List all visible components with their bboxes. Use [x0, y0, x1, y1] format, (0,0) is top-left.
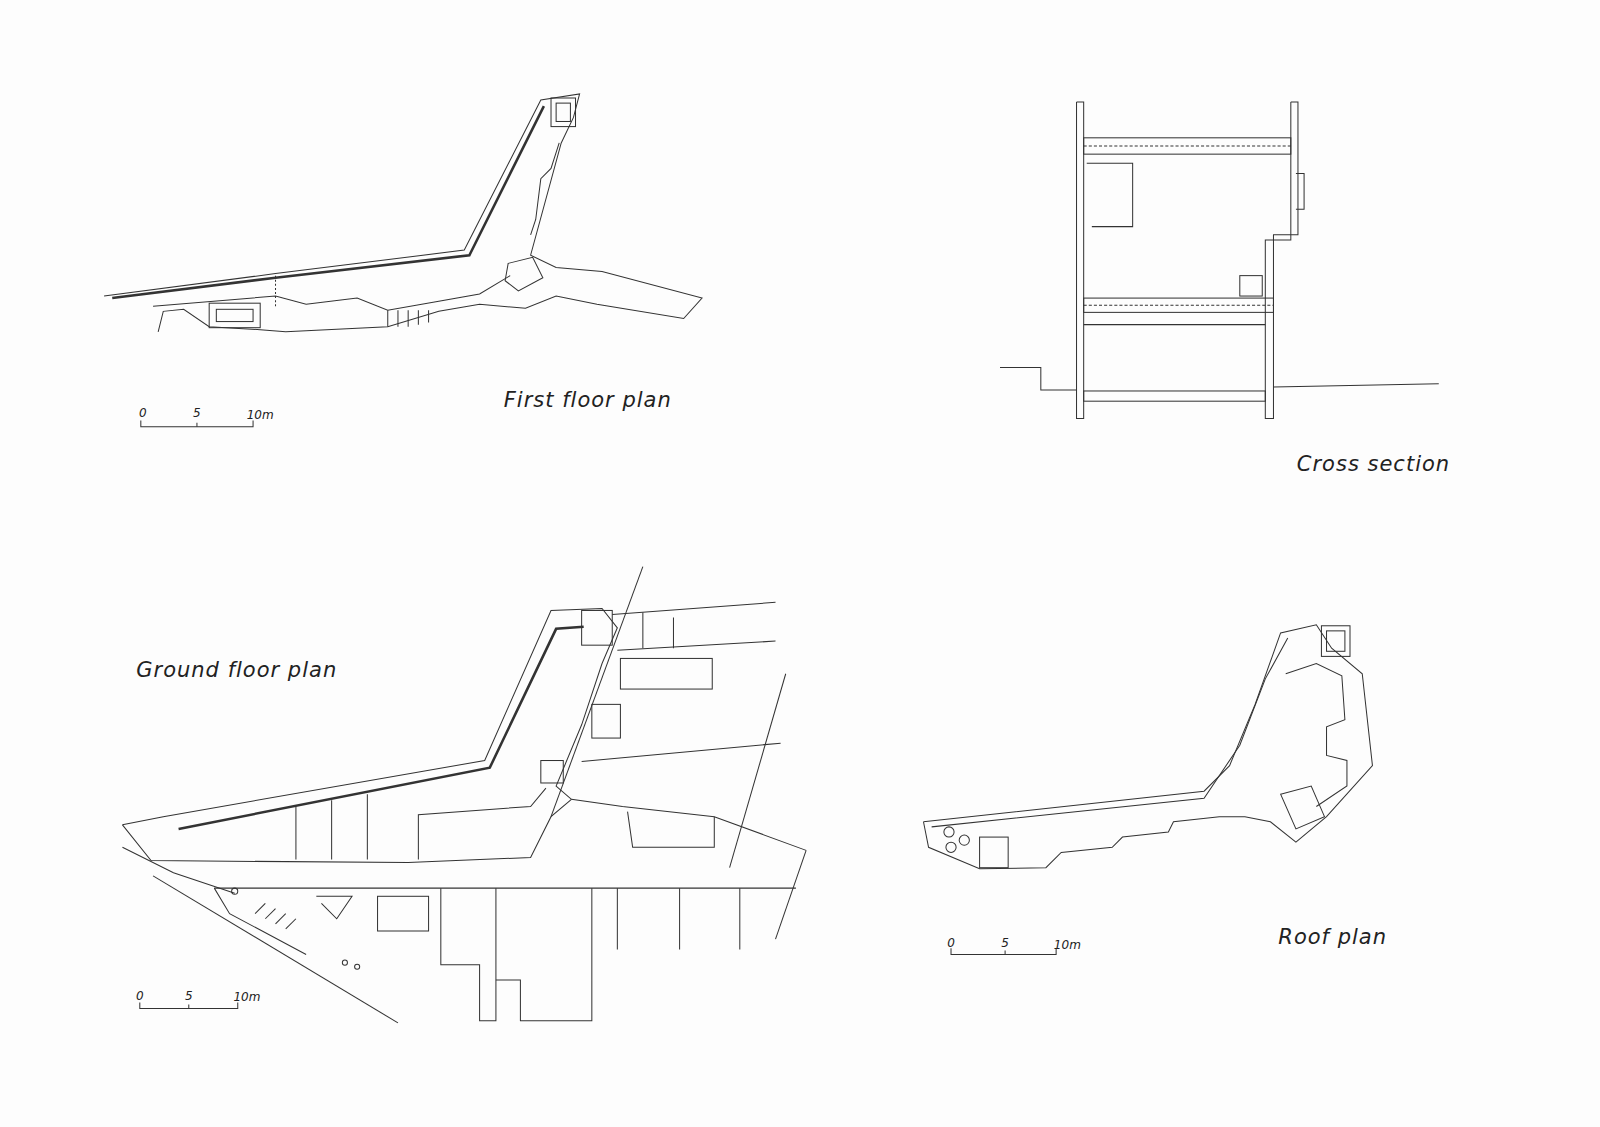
roof-plan: [923, 625, 1372, 955]
drawing-title: First floor plan: [504, 390, 672, 411]
cross-section: [1000, 102, 1439, 418]
drawing-title: Cross section: [1297, 454, 1450, 475]
scale-number: 10m: [1054, 939, 1081, 951]
scale-number: 10m: [247, 409, 274, 421]
drawing-title: Ground floor plan: [136, 660, 337, 681]
scale-number: 0: [139, 407, 147, 419]
ground-floor-plan: [122, 567, 806, 1023]
scale-number: 5: [185, 990, 193, 1002]
scale-number: 5: [1001, 937, 1009, 949]
scale-number: 0: [136, 990, 144, 1002]
scale-number: 5: [193, 407, 201, 419]
scale-number: 10m: [233, 991, 260, 1003]
first-floor-plan: [104, 94, 702, 427]
scale-number: 0: [947, 937, 955, 949]
drawing-title: Roof plan: [1278, 926, 1387, 947]
